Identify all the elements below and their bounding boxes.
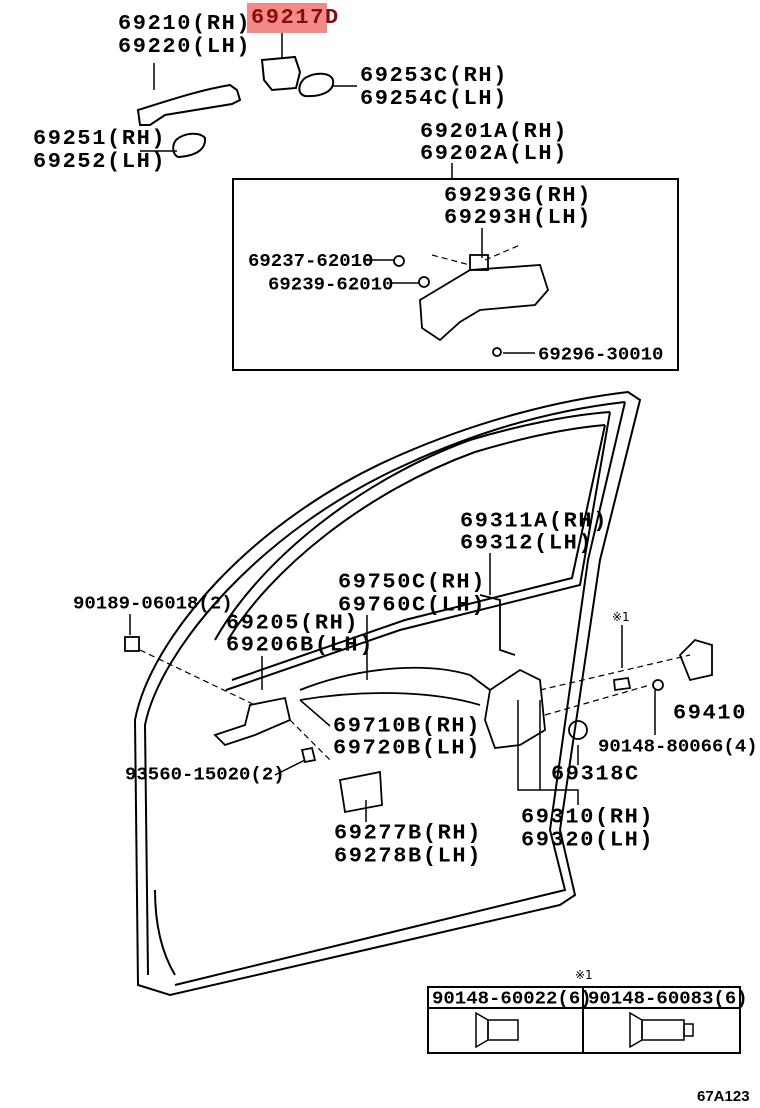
part-label: 69278B(LH) xyxy=(334,844,483,869)
part-label: 69320(LH) xyxy=(521,828,655,853)
note-table-header: 90148-60083(6) xyxy=(588,988,748,1010)
part-label: 69296-30010 xyxy=(538,344,664,366)
dashed-lines xyxy=(139,244,691,761)
part-label: 69205(RH) xyxy=(226,611,360,636)
outer-handle-drawing xyxy=(136,55,335,159)
note-table-drawing xyxy=(427,986,741,1054)
diagram-code: 67A123 xyxy=(697,1088,750,1105)
part-label: 69312(LH) xyxy=(460,531,594,556)
part-label: 69251(RH) xyxy=(33,126,167,151)
door-outline xyxy=(133,390,642,997)
screw-icon-2 xyxy=(629,1011,694,1049)
part-label: 69253C(RH) xyxy=(360,63,509,88)
part-label: 69254C(LH) xyxy=(360,86,509,111)
part-label: 69293H(LH) xyxy=(444,205,593,230)
frame-drawing xyxy=(393,254,550,357)
part-label: 69239-62010 xyxy=(268,274,394,296)
part-label: 69277B(RH) xyxy=(334,821,483,846)
part-label: 69293G(RH) xyxy=(444,183,593,208)
part-label: 69202A(LH) xyxy=(420,141,569,166)
part-label: 90148-80066(4) xyxy=(598,736,758,758)
part-label: 69311A(RH) xyxy=(460,509,609,534)
lock-mechanism-drawing xyxy=(124,594,713,814)
part-label: 69252(LH) xyxy=(33,149,167,174)
part-label: 69220(LH) xyxy=(118,34,252,59)
part-label: 69318C xyxy=(551,762,640,787)
part-label: 69310(RH) xyxy=(521,805,655,830)
frame-assembly-box xyxy=(232,178,679,371)
part-label: 69206B(LH) xyxy=(226,633,375,658)
highlighted-part-label[interactable]: 69217D xyxy=(247,3,338,33)
note-mark: ※1 xyxy=(612,610,630,624)
note-table-header: 90148-60022(6) xyxy=(432,988,592,1010)
screw-icon-1 xyxy=(475,1011,519,1049)
part-label: 69237-62010 xyxy=(248,250,374,272)
part-label: 69720B(LH) xyxy=(333,736,482,761)
part-label: 90189-06018(2) xyxy=(73,593,233,615)
part-label: 93560-15020(2) xyxy=(125,764,285,786)
leader-lines xyxy=(129,33,656,822)
part-label: 69750C(RH) xyxy=(338,570,487,595)
note-table-mark: ※1 xyxy=(575,968,593,982)
part-label: 69410 xyxy=(673,701,748,726)
part-label: 69210(RH) xyxy=(118,11,252,36)
part-label: 69201A(RH) xyxy=(420,119,569,144)
part-number-69217D[interactable]: 69217D xyxy=(251,5,340,30)
part-label: 69760C(LH) xyxy=(338,593,487,618)
part-label: 69710B(RH) xyxy=(333,714,482,739)
